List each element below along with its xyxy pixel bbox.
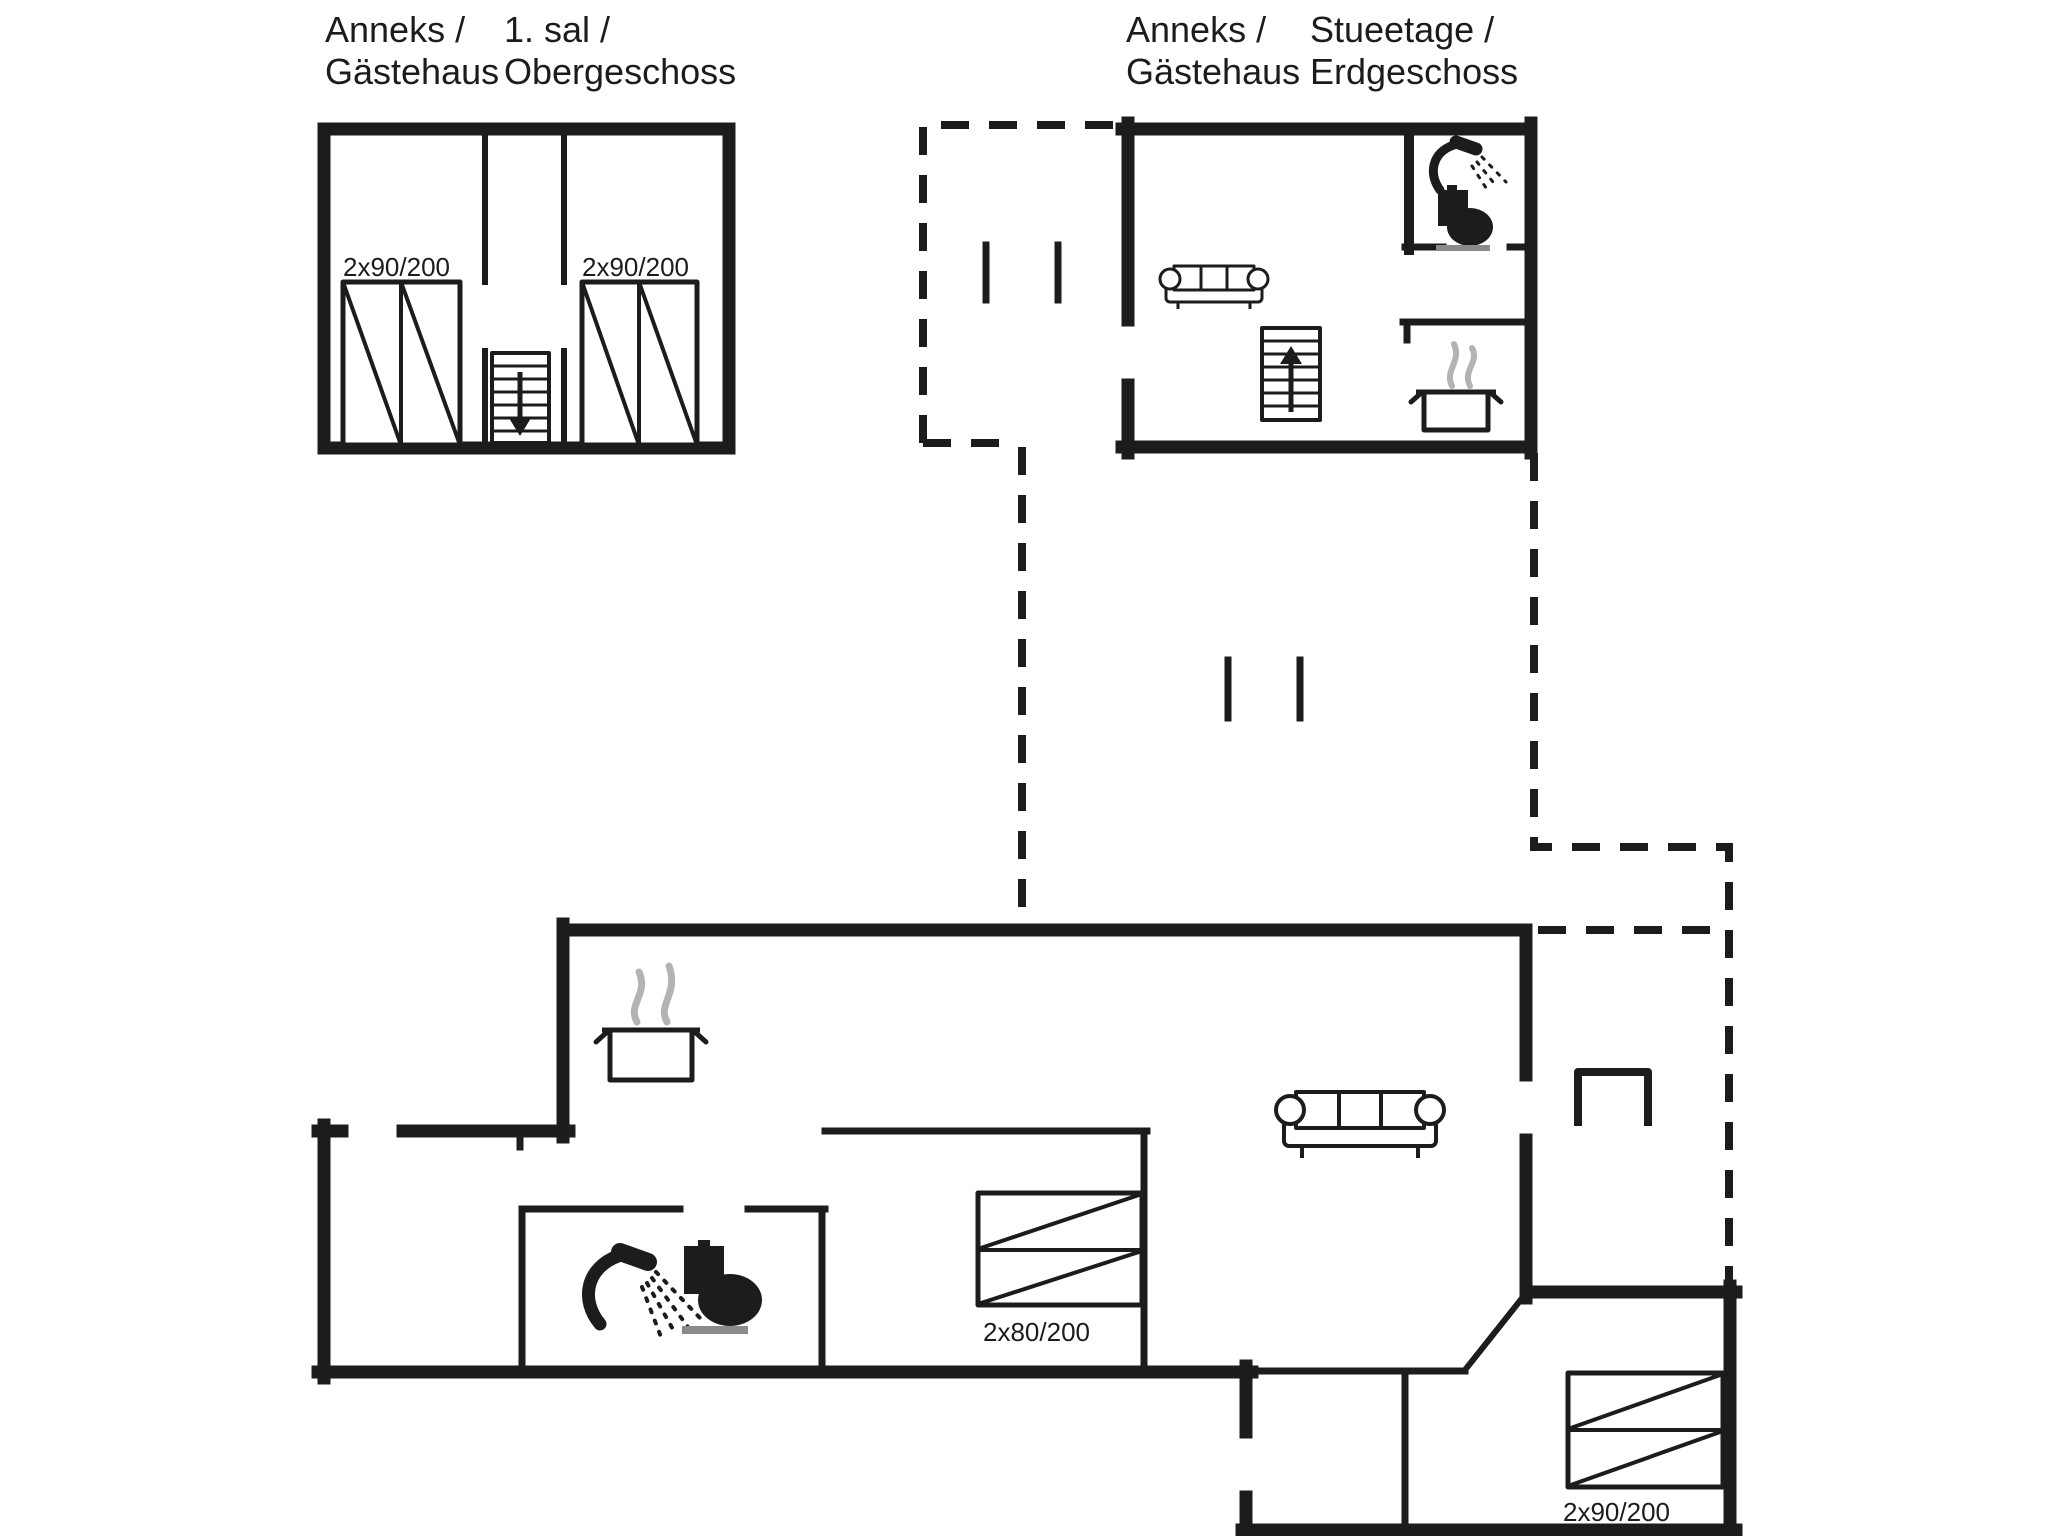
exterior-wall	[317, 122, 736, 455]
cooking-pot-icon	[1408, 341, 1504, 433]
toilet-icon	[682, 1240, 762, 1334]
bed-size-label: 2x80/200	[983, 1317, 1090, 1347]
exterior-wall	[1115, 116, 1538, 460]
title-floor-line1: 1. sal /	[504, 9, 610, 50]
title-building-line1: Anneks /	[1126, 9, 1266, 50]
door-opening-marks	[982, 241, 1062, 304]
interior-wall	[482, 132, 567, 446]
double-bed-icon	[975, 1190, 1145, 1308]
steam-icon	[1465, 345, 1477, 389]
title-floor-line2: Erdgeschoss	[1310, 51, 1518, 92]
double-bed-icon	[579, 279, 700, 448]
title-building-line1: Anneks /	[325, 9, 465, 50]
stairs-up-icon	[1260, 326, 1322, 422]
bed-size-label: 2x90/200	[1563, 1497, 1670, 1527]
title-floor-line2: Obergeschoss	[504, 51, 736, 92]
steam-icon	[660, 962, 676, 1026]
cooking-pot-icon	[593, 962, 709, 1083]
title-building-line2: Gästehaus	[1126, 51, 1300, 92]
floor-title: Anneks / Gästehaus Stueetage / Erdgescho…	[1126, 9, 1518, 92]
title-floor-line1: Stueetage /	[1310, 9, 1494, 50]
annex-upper-floorplan: Anneks / Gästehaus 1. sal / Obergeschoss…	[317, 9, 736, 455]
double-bed-icon	[340, 279, 463, 448]
terrace-outline-dashed	[919, 121, 1122, 443]
interior-wall	[1399, 318, 1532, 344]
sofa-icon	[1158, 264, 1270, 309]
steam-icon	[630, 968, 646, 1026]
shower-icon	[581, 1243, 702, 1339]
terrace-outline-dashed	[1530, 453, 1733, 1290]
exterior-wall	[311, 917, 1743, 1536]
title-building-line2: Gästehaus	[325, 51, 499, 92]
annex-ground-floorplan: Anneks / Gästehaus Stueetage / Erdgescho…	[919, 9, 1538, 460]
toilet-icon	[1436, 185, 1493, 251]
sofa-icon	[1274, 1090, 1446, 1158]
terrace-table-icon	[1574, 1068, 1652, 1126]
door-swing-icon	[1460, 1292, 1528, 1375]
main-house-floorplan: 2x80/200 2x90/200	[311, 447, 1743, 1536]
double-bed-icon	[1565, 1370, 1726, 1490]
steam-icon	[1447, 341, 1459, 389]
door-opening-marks	[1224, 656, 1304, 722]
stairs-down-icon	[490, 351, 551, 445]
bed-size-label: 2x90/200	[343, 252, 450, 282]
bed-size-label: 2x90/200	[582, 252, 689, 282]
floor-title: Anneks / Gästehaus 1. sal / Obergeschoss	[325, 9, 736, 92]
shower-icon	[1428, 135, 1508, 195]
